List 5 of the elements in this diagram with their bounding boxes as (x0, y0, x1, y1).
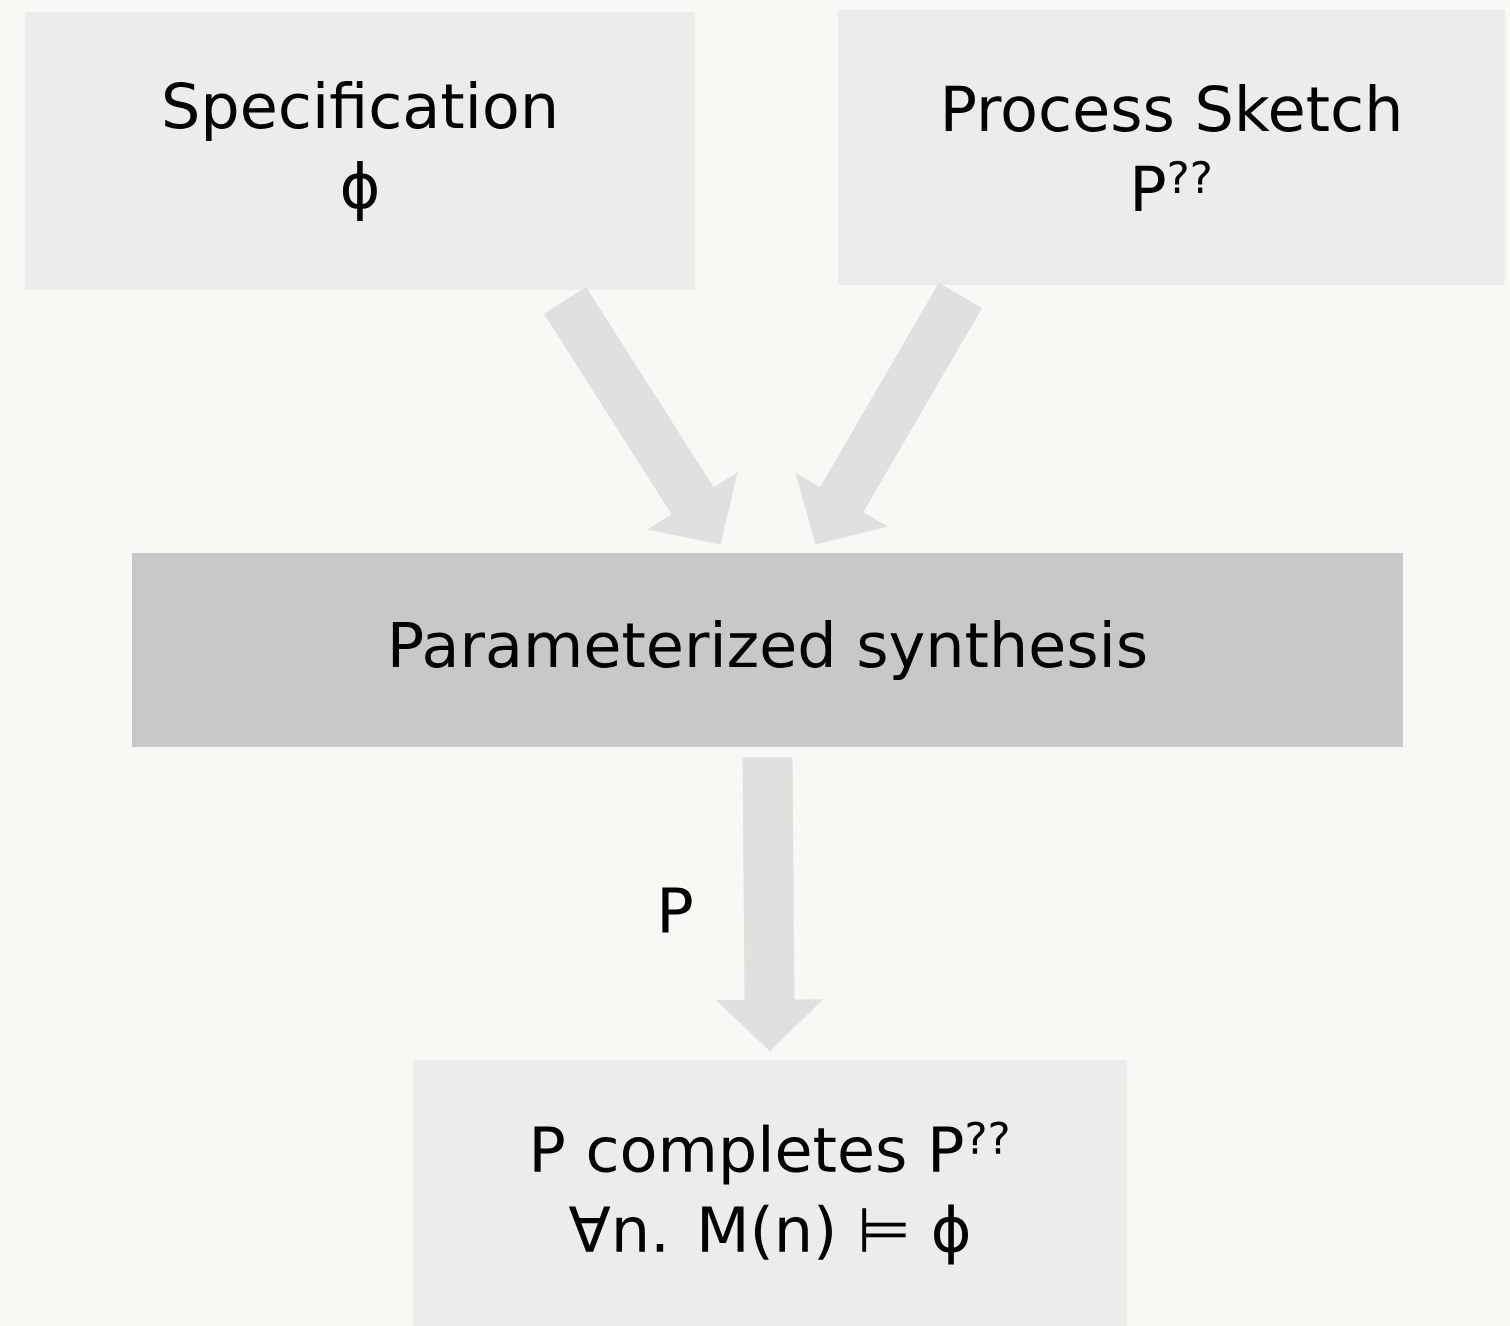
edge-label: P (652, 883, 698, 937)
input-box: Specification ϕ (25, 12, 695, 290)
process-box: Parameterized synthesis (132, 553, 1403, 747)
output-box: P completes P$^{??}$ ∀n. M(n) ⊨ ϕ (413, 1060, 1127, 1326)
input-box: Process Sketch P$^{??}$ (838, 10, 1505, 285)
